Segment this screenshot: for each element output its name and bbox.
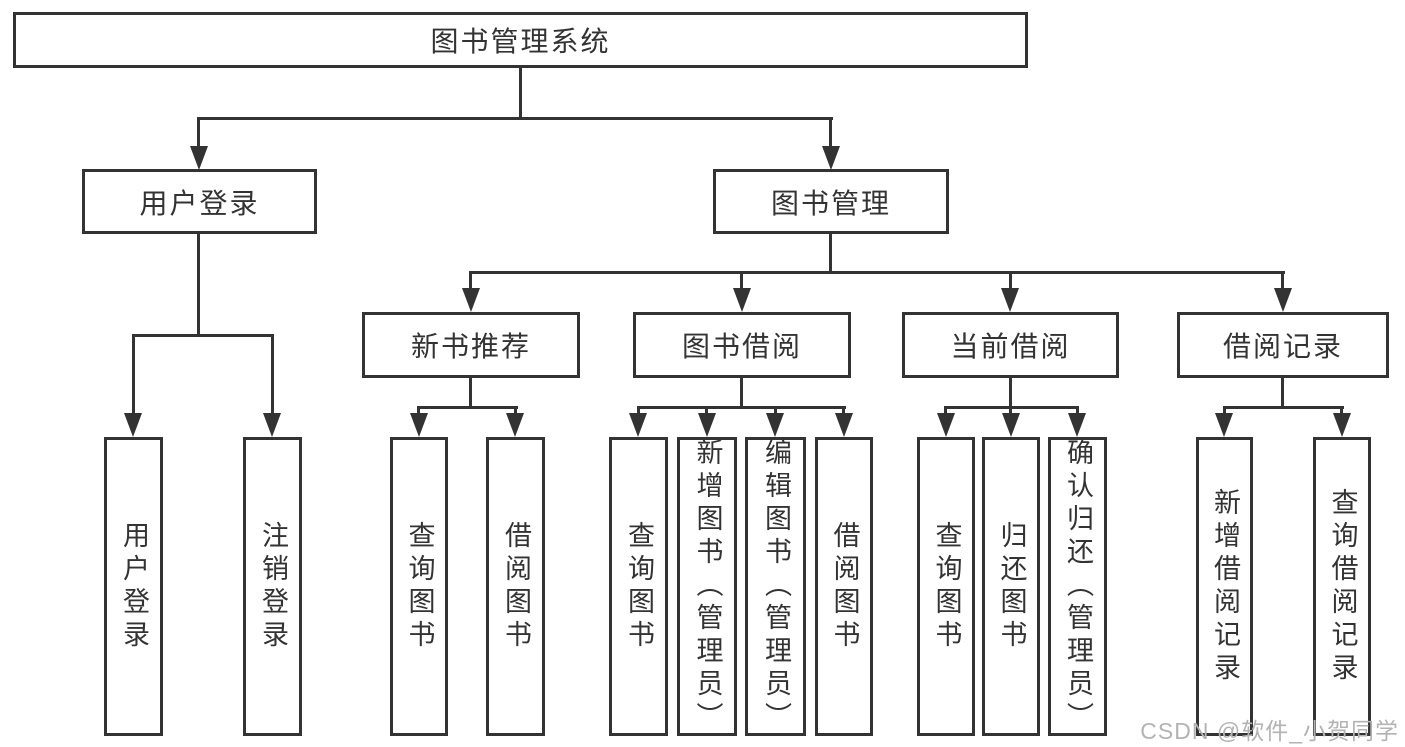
leaf-user-login-label: 用户登录 — [119, 520, 149, 653]
arrowhead-down-icon — [733, 288, 751, 312]
leaf-nb-borrow-books: 借阅图书 — [486, 437, 545, 736]
arrowhead-down-icon — [190, 146, 208, 170]
leaf-bb-query-books: 查询图书 — [609, 437, 668, 736]
connector-line — [1076, 406, 1079, 417]
leaf-cb-confirm-return-admin: 确认归还（管理员） — [1048, 437, 1107, 736]
arrowhead-down-icon — [462, 288, 480, 312]
arrowhead-down-icon — [766, 413, 784, 437]
connector-line — [705, 406, 708, 417]
connector-line — [1009, 378, 1012, 409]
connector-line — [469, 271, 1285, 274]
leaf-cb-query-books: 查询图书 — [917, 437, 975, 736]
arrowhead-down-icon — [1002, 413, 1020, 437]
node-book-management-label: 图书管理 — [770, 187, 891, 219]
leaf-bb-borrow-books-label: 借阅图书 — [829, 520, 860, 653]
leaf-user-login: 用户登录 — [104, 437, 163, 736]
leaf-cb-query-books-label: 查询图书 — [931, 520, 962, 653]
leaf-logout-label: 注销登录 — [258, 520, 288, 653]
arrowhead-down-icon — [1274, 288, 1292, 312]
node-user-login-label: 用户登录 — [139, 187, 260, 219]
arrowhead-down-icon — [124, 413, 142, 437]
connector-line — [1009, 271, 1012, 292]
leaf-cb-return-books-label: 归还图书 — [996, 520, 1027, 653]
node-borrow-records-label: 借阅记录 — [1222, 331, 1343, 362]
node-book-borrow: 图书借阅 — [633, 312, 851, 378]
arrowhead-down-icon — [698, 413, 716, 437]
connector-line — [417, 406, 420, 417]
node-book-management: 图书管理 — [713, 169, 949, 234]
arrowhead-down-icon — [835, 413, 853, 437]
connector-line — [829, 234, 832, 274]
node-user-login: 用户登录 — [82, 169, 317, 234]
arrowhead-down-icon — [1001, 288, 1019, 312]
leaf-cb-return-books: 归还图书 — [982, 437, 1040, 736]
leaf-br-query-record: 查询借阅记录 — [1313, 437, 1371, 736]
leaf-bb-edit-books-admin: 编辑图书（管理员） — [745, 437, 806, 736]
leaf-bb-add-books-admin: 新增图书（管理员） — [677, 437, 737, 736]
node-borrow-records: 借阅记录 — [1177, 312, 1389, 378]
leaf-nb-query-books-label: 查询图书 — [404, 520, 435, 653]
connector-line — [1281, 271, 1284, 292]
connector-line — [842, 406, 845, 417]
connector-line — [1340, 406, 1343, 417]
node-current-borrow-label: 当前借阅 — [950, 331, 1071, 362]
connector-line — [1223, 406, 1226, 417]
node-current-borrow: 当前借阅 — [902, 312, 1119, 378]
connector-line — [514, 406, 517, 417]
leaf-cb-confirm-return-admin-label: 确认归还（管理员） — [1063, 438, 1093, 735]
connector-line — [637, 406, 846, 409]
node-new-book-recommend-label: 新书推荐 — [410, 331, 531, 362]
arrowhead-down-icon — [506, 413, 524, 437]
connector-line — [197, 117, 833, 120]
connector-line — [1281, 378, 1284, 409]
connector-line — [197, 117, 200, 149]
arrowhead-down-icon — [822, 146, 840, 170]
connector-line — [519, 68, 522, 120]
connector-line — [469, 271, 472, 292]
connector-line — [1009, 406, 1012, 417]
arrowhead-down-icon — [1333, 413, 1351, 437]
connector-line — [132, 334, 135, 416]
leaf-br-add-record: 新增借阅记录 — [1196, 437, 1253, 736]
arrowhead-down-icon — [1215, 413, 1233, 437]
connector-line — [944, 406, 947, 417]
arrowhead-down-icon — [263, 413, 281, 437]
connector-line — [197, 234, 200, 337]
leaf-br-query-record-label: 查询借阅记录 — [1327, 487, 1358, 686]
leaf-bb-borrow-books: 借阅图书 — [815, 437, 873, 736]
leaf-bb-add-books-admin-label: 新增图书（管理员） — [692, 438, 723, 735]
node-root-label: 图书管理系统 — [430, 26, 611, 57]
connector-line — [740, 271, 743, 292]
arrowhead-down-icon — [1068, 413, 1086, 437]
connector-line — [637, 406, 640, 417]
connector-line — [271, 334, 274, 416]
leaf-logout: 注销登录 — [243, 437, 302, 736]
watermark: CSDN @软件_小贺同学 — [1140, 718, 1399, 744]
node-book-borrow-label: 图书借阅 — [681, 331, 802, 362]
leaf-nb-query-books: 查询图书 — [390, 437, 448, 736]
connector-line — [829, 117, 832, 149]
connector-line — [740, 378, 743, 409]
arrowhead-down-icon — [410, 413, 428, 437]
connector-line — [774, 406, 777, 417]
connector-line — [132, 334, 274, 337]
leaf-bb-query-books-label: 查询图书 — [624, 520, 654, 653]
leaf-br-add-record-label: 新增借阅记录 — [1210, 487, 1240, 686]
connector-line — [469, 378, 472, 409]
leaf-nb-borrow-books-label: 借阅图书 — [501, 520, 531, 653]
arrowhead-down-icon — [629, 413, 647, 437]
connector-line — [417, 406, 518, 409]
arrowhead-down-icon — [937, 413, 955, 437]
node-new-book-recommend: 新书推荐 — [362, 312, 580, 378]
node-root: 图书管理系统 — [13, 12, 1028, 68]
leaf-bb-edit-books-admin-label: 编辑图书（管理员） — [761, 438, 791, 735]
connector-line — [1223, 406, 1344, 409]
